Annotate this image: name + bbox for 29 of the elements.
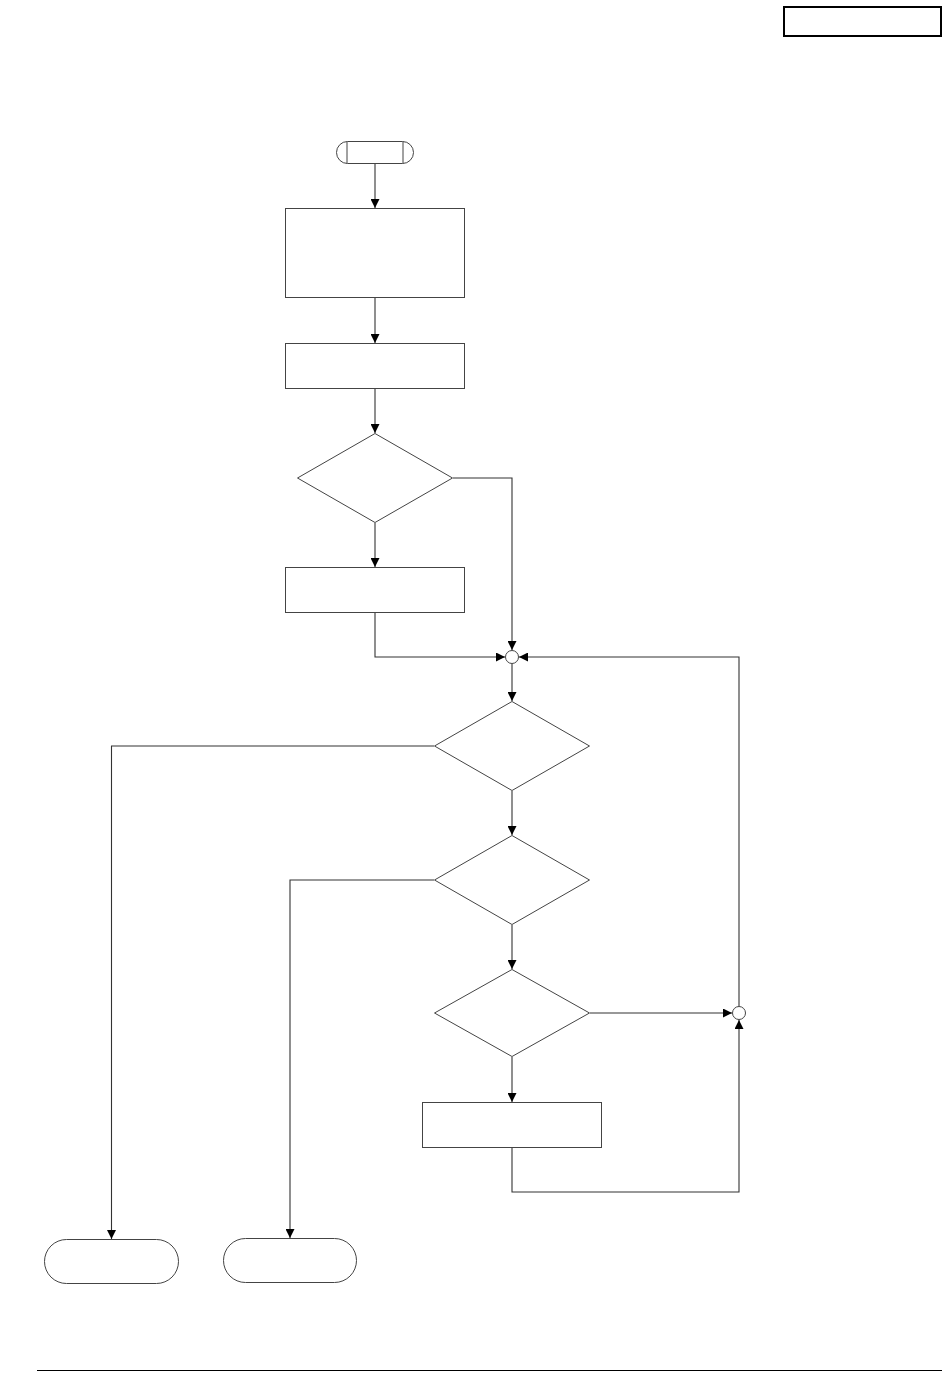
flow-arrow bbox=[507, 663, 517, 702]
flow-arrow bbox=[285, 879, 435, 1239]
flow-arrow bbox=[507, 924, 517, 970]
junction-circle bbox=[732, 1006, 746, 1020]
decision-diamond bbox=[434, 835, 590, 925]
flow-arrow bbox=[589, 1008, 733, 1018]
flow-arrow bbox=[507, 790, 517, 836]
process-box bbox=[285, 343, 465, 389]
end-terminal bbox=[44, 1239, 179, 1284]
end-terminal bbox=[223, 1238, 357, 1283]
process-box bbox=[285, 567, 465, 613]
flow-arrow bbox=[370, 388, 380, 434]
flow-arrow bbox=[107, 745, 435, 1240]
junction-circle bbox=[505, 650, 519, 664]
flow-arrow bbox=[518, 652, 740, 1007]
flow-arrow bbox=[370, 163, 380, 209]
flow-arrow bbox=[370, 297, 380, 344]
flow-arrow bbox=[374, 612, 506, 662]
flow-arrow bbox=[370, 522, 380, 568]
decision-diamond bbox=[297, 433, 453, 523]
process-box bbox=[285, 208, 465, 298]
decision-diamond bbox=[434, 701, 590, 791]
header-frame bbox=[783, 6, 942, 37]
decision-diamond bbox=[434, 969, 590, 1057]
flow-arrow bbox=[507, 1056, 517, 1103]
start-terminal bbox=[336, 141, 414, 164]
flow-arrow bbox=[452, 477, 517, 651]
flow-arrow bbox=[511, 1019, 744, 1193]
process-box bbox=[422, 1102, 602, 1148]
